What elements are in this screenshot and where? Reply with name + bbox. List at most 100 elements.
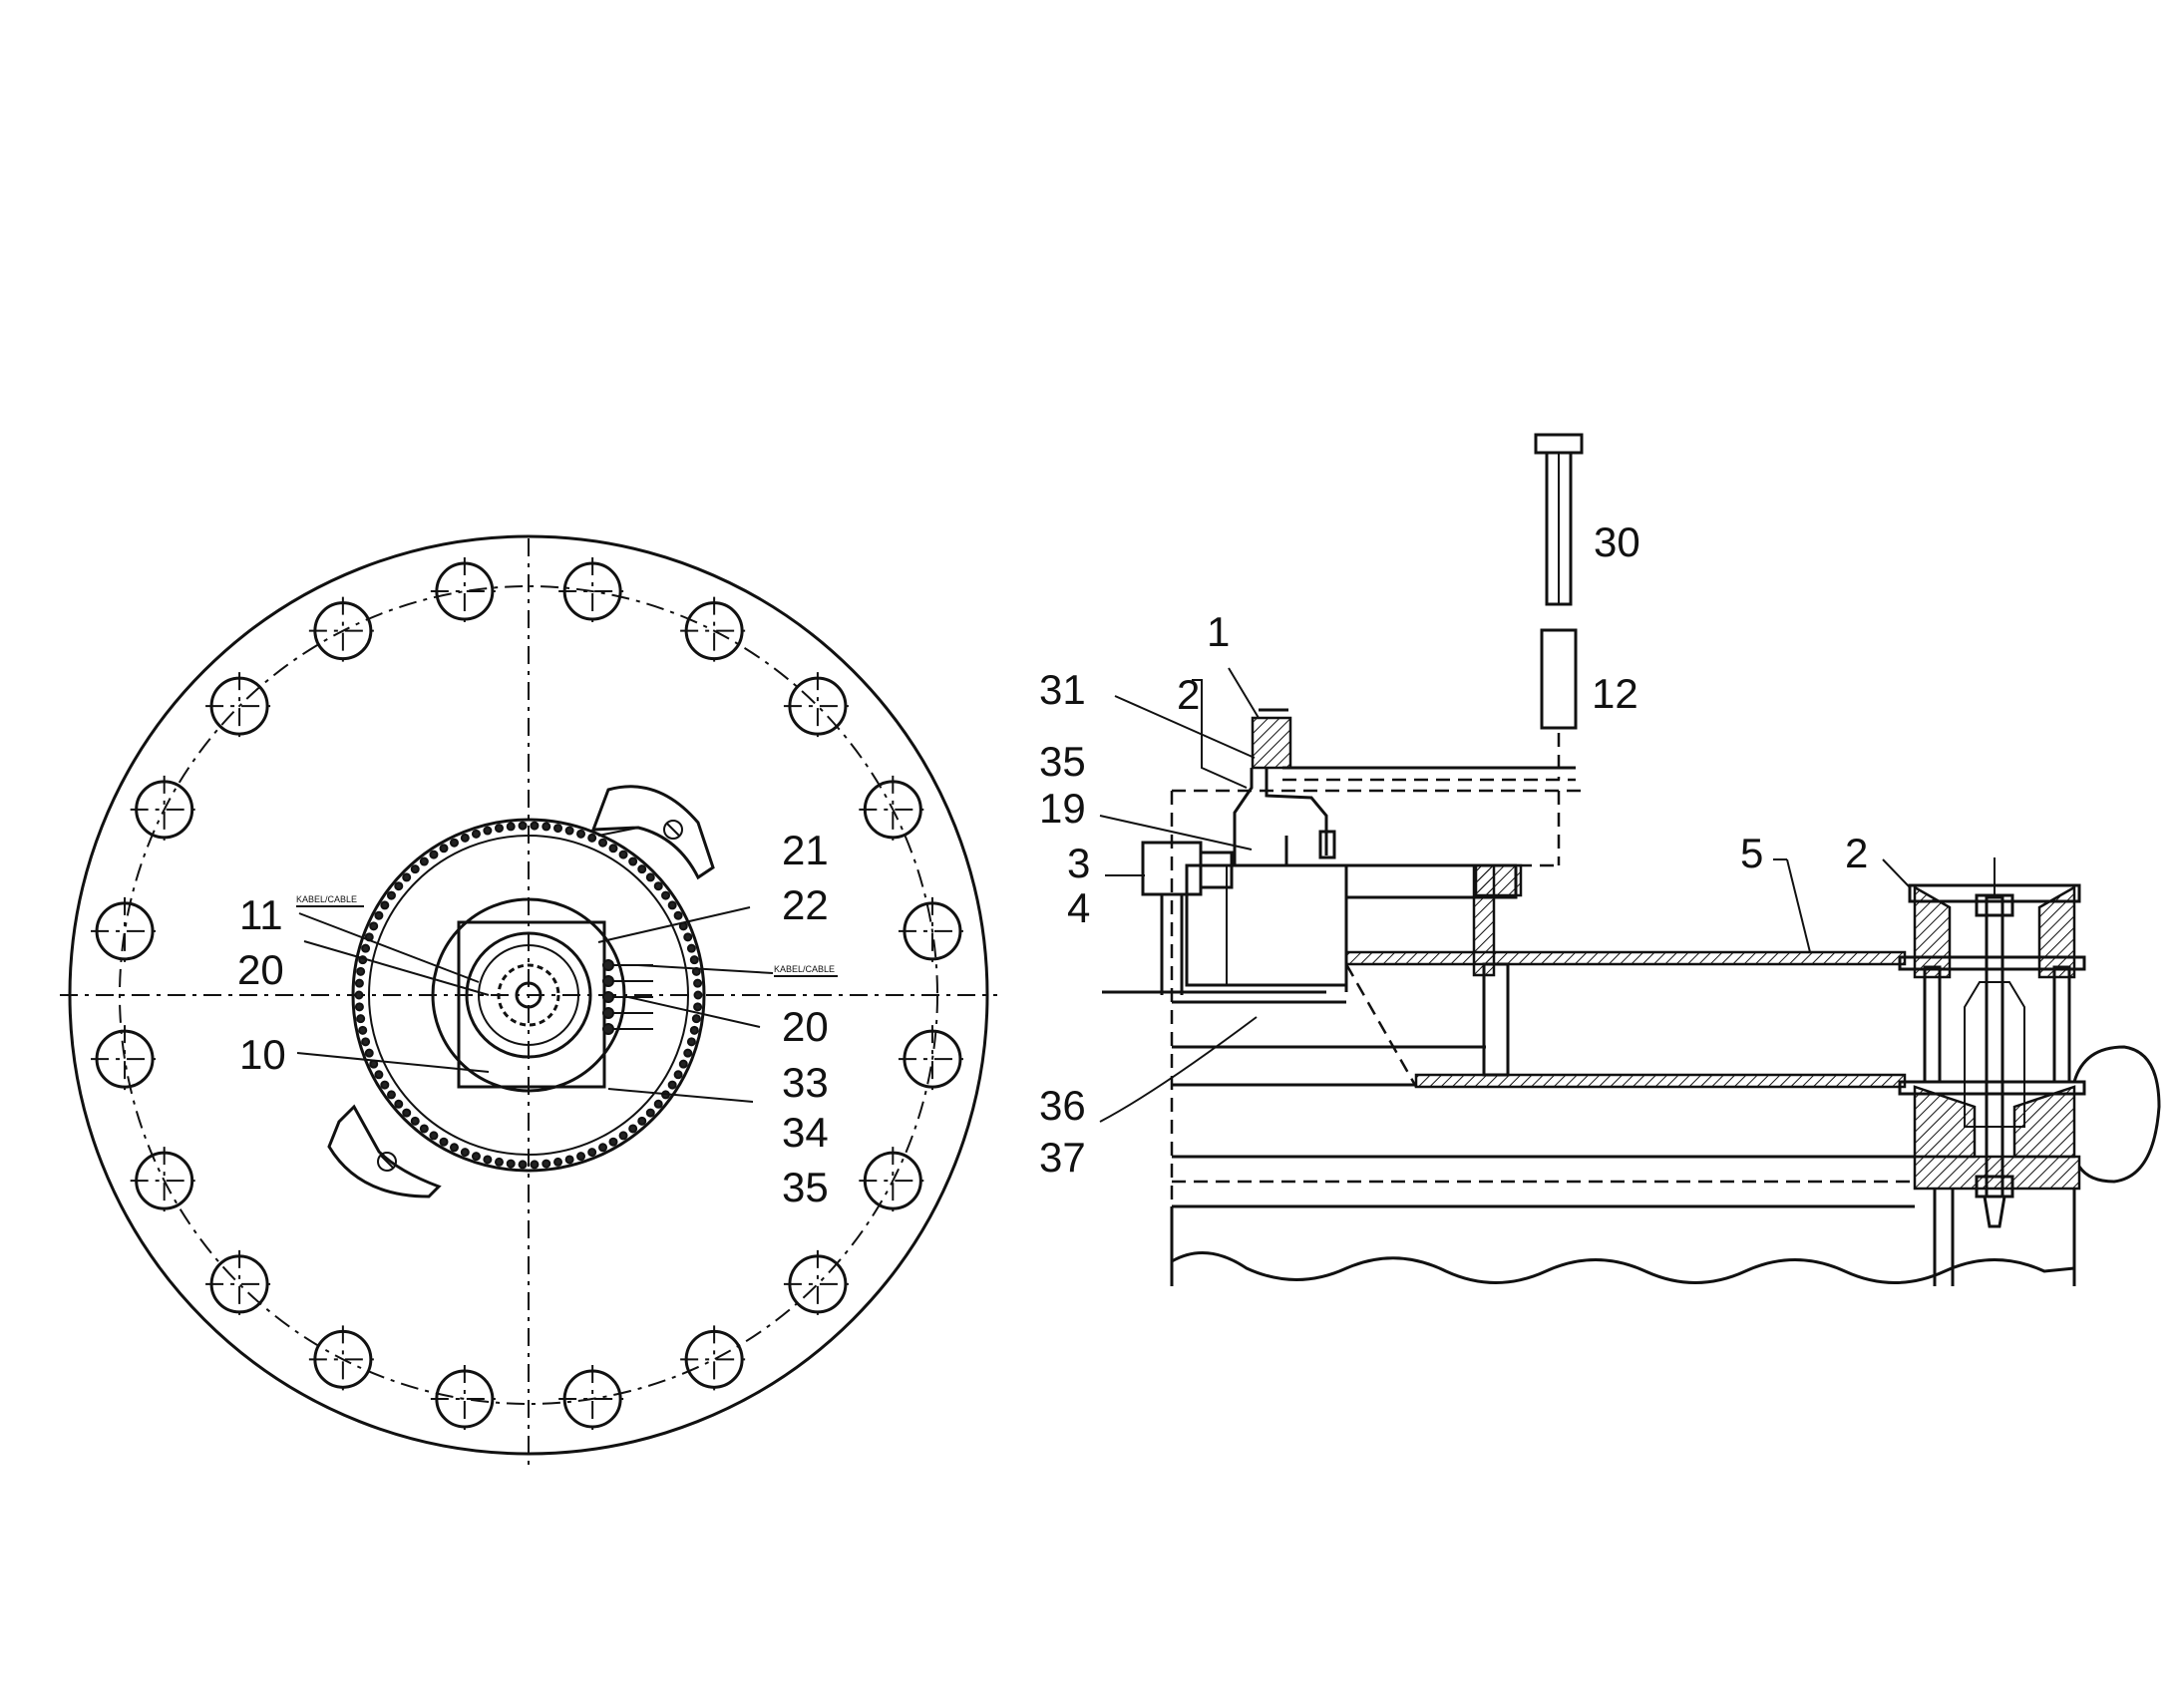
- bolt-hole: [898, 1025, 966, 1094]
- ring-tooth: [689, 955, 699, 965]
- ring-tooth: [689, 1025, 699, 1035]
- toothed-ring-inner: [368, 835, 689, 1156]
- section-view: 30 12 1 31 2 35 19 3 4 36 37 5 2: [1039, 433, 2161, 1286]
- anchor-block: [1898, 857, 2161, 1228]
- label-20-right: 20: [782, 1003, 829, 1050]
- hub-ring: [497, 963, 560, 1027]
- ring-tooth: [686, 1037, 696, 1047]
- label-2-right: 2: [1845, 830, 1868, 876]
- ring-tooth: [673, 1070, 683, 1080]
- ring-tooth: [686, 943, 696, 953]
- bolt-hole: [430, 1364, 499, 1433]
- bolt-hole: [898, 896, 966, 965]
- label-35-top: 35: [1039, 738, 1086, 785]
- ring-tooth: [429, 850, 439, 859]
- ring-tooth: [530, 821, 540, 831]
- label-12: 12: [1592, 670, 1638, 717]
- ring-tooth: [354, 990, 364, 1000]
- ring-tooth: [374, 910, 384, 920]
- label-37: 37: [1039, 1134, 1086, 1181]
- upper-bracket: [590, 785, 715, 880]
- label-35-bottom: 35: [782, 1164, 829, 1210]
- bolt-hole: [783, 672, 852, 741]
- ring-tooth: [587, 833, 597, 843]
- label-31: 31: [1039, 666, 1086, 713]
- ring-tooth: [386, 890, 396, 900]
- label-36: 36: [1039, 1082, 1086, 1129]
- bracket-bolt-icon: [663, 820, 683, 840]
- ring-tooth: [483, 826, 493, 836]
- label-19: 19: [1039, 785, 1086, 832]
- lower-bracket: [327, 1104, 442, 1198]
- label-3: 3: [1067, 840, 1090, 886]
- ring-tooth: [673, 910, 683, 920]
- label-33: 33: [782, 1059, 829, 1106]
- bracket-bolt-icon: [377, 1152, 397, 1172]
- main-block: [1185, 863, 1348, 987]
- ring-tooth: [553, 824, 563, 834]
- bolt-hole: [680, 596, 749, 665]
- bolt-hole: [91, 896, 160, 965]
- ring-tooth: [369, 921, 379, 931]
- ring-tooth: [394, 1099, 404, 1109]
- label-10: 10: [239, 1031, 286, 1078]
- ring-tooth: [683, 1048, 693, 1058]
- label-21: 21: [782, 827, 829, 873]
- toothed-ring-outer: [351, 818, 706, 1173]
- label-30: 30: [1594, 518, 1640, 565]
- ring-tooth: [518, 821, 528, 831]
- ring-tooth: [419, 856, 429, 866]
- ring-tooth: [449, 1143, 459, 1153]
- bolt-hole: [91, 1025, 160, 1094]
- ring-tooth: [449, 838, 459, 848]
- bolt-hole: [430, 557, 499, 626]
- ring-tooth: [564, 1155, 574, 1165]
- ring-tooth: [542, 822, 551, 832]
- ring-tooth: [439, 1137, 449, 1147]
- bolt-hole: [859, 1147, 927, 1215]
- ring-tooth: [598, 838, 608, 848]
- ring-tooth: [693, 978, 703, 988]
- sleeve-12: [1540, 628, 1578, 730]
- bolt-hole: [783, 1249, 852, 1318]
- ring-tooth: [530, 1160, 540, 1170]
- ring-tooth: [661, 890, 671, 900]
- bolt-hole: [680, 1325, 749, 1394]
- ring-tooth: [637, 1116, 647, 1126]
- bolt-hole: [130, 775, 198, 844]
- cable-path-2: [1233, 768, 1288, 867]
- ring-tooth: [653, 1099, 663, 1109]
- flange-plan-view: KABEL/CABLE KABEL/CABLE 11 20 10 21 22 2…: [60, 534, 997, 1471]
- leader-lines-right: [1099, 667, 1911, 1123]
- ring-tooth: [542, 1159, 551, 1169]
- ring-tooth: [394, 881, 404, 891]
- bolt-hole: [859, 775, 927, 844]
- bolt-hole: [130, 1147, 198, 1215]
- ring-tooth: [410, 1116, 420, 1126]
- ring-tooth: [608, 844, 618, 854]
- ring-tooth: [494, 1157, 504, 1167]
- ring-tooth: [637, 864, 647, 874]
- cable-loop: [2072, 1045, 2161, 1184]
- ring-tooth: [410, 864, 420, 874]
- inner-bearing-ring: [431, 897, 626, 1093]
- bolt-hole: [308, 596, 377, 665]
- ring-tooth: [683, 932, 693, 942]
- leader-lines-left: [296, 906, 774, 1103]
- ring-tooth: [354, 1002, 364, 1012]
- beam-5: [1344, 937, 1907, 1089]
- cable-label-right: KABEL/CABLE: [774, 964, 835, 974]
- ring-tooth: [354, 978, 364, 988]
- ring-tooth: [645, 872, 655, 882]
- ring-tooth: [506, 822, 516, 832]
- ring-tooth: [678, 1059, 688, 1069]
- label-4: 4: [1067, 884, 1090, 931]
- ring-tooth: [653, 881, 663, 891]
- ring-tooth: [667, 900, 677, 910]
- label-1: 1: [1207, 608, 1230, 655]
- ring-tooth: [483, 1155, 493, 1165]
- ring-teeth: [354, 821, 703, 1170]
- component-1: [1251, 716, 1292, 770]
- ring-tooth: [587, 1148, 597, 1158]
